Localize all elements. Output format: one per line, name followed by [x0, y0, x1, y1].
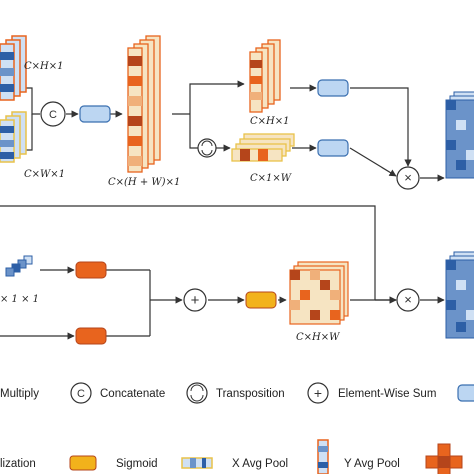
- transposition-icon: [186, 382, 208, 404]
- attention-cube: [289, 261, 349, 325]
- y-avg-pool-stack: [0, 111, 27, 163]
- label-c-1-1: × 1 × 1: [0, 294, 39, 305]
- conv-block-1: [79, 105, 111, 123]
- orange-block-1: [75, 261, 107, 279]
- svg-text:+: +: [191, 292, 200, 309]
- transposition-op: [197, 138, 217, 158]
- legend-multiply: Multiply: [0, 388, 39, 400]
- output-cube-bottom: [445, 251, 474, 339]
- multiply-op-bottom: ×: [396, 288, 420, 312]
- x-avg-pool-stack: [0, 35, 27, 101]
- small-feature-stack: [5, 255, 33, 277]
- line-split-top: [189, 80, 245, 114]
- sigmoid-block: [245, 291, 277, 309]
- cross-pool-icon: [425, 443, 463, 474]
- y-avg-pool-icon: [317, 439, 329, 474]
- label-c-hw-1: C×(H + W)×1: [108, 177, 180, 188]
- line-convh-to-mul: [350, 87, 412, 167]
- sigmoid-legend-icon: [69, 455, 97, 471]
- legend-element-wise-sum: Element-Wise Sum: [338, 388, 436, 400]
- orange-block-2: [75, 327, 107, 345]
- svg-text:C: C: [49, 109, 57, 121]
- label-c-h-w: C×H×W: [296, 332, 340, 343]
- label-c-h-1: C×H×1: [24, 61, 64, 72]
- output-cube-top: [445, 91, 474, 179]
- legend-transposition: Transposition: [216, 388, 285, 400]
- legend-sigmoid: Sigmoid: [116, 458, 158, 470]
- line-convw-to-mul: [349, 147, 397, 177]
- label-c-w-1: C×W×1: [24, 169, 65, 180]
- multiply-op-top: ×: [396, 166, 420, 190]
- line-split-bottom: [189, 114, 198, 149]
- conv-block-h: [317, 79, 349, 97]
- connections: [0, 80, 445, 340]
- svg-text:+: +: [314, 385, 322, 401]
- svg-text:×: ×: [404, 292, 412, 307]
- line-skip-top: [0, 205, 376, 300]
- label-c-h-1-right: C×H×1: [250, 116, 290, 127]
- concatenate-icon: C: [70, 382, 92, 404]
- w-feature-stack: [231, 133, 295, 162]
- legend-normalization: lization: [0, 458, 36, 470]
- concat-feature-stack: [127, 35, 161, 173]
- conv-block-w: [317, 139, 349, 157]
- svg-text:×: ×: [404, 170, 412, 185]
- x-avg-pool-icon: [181, 457, 213, 469]
- legend-y-avg-pool: Y Avg Pool: [344, 458, 400, 470]
- conv-legend-icon: [457, 384, 474, 402]
- svg-text:C: C: [77, 388, 85, 400]
- sum-op: +: [183, 288, 207, 312]
- concat-op: C: [40, 101, 66, 127]
- legend-x-avg-pool: X Avg Pool: [232, 458, 288, 470]
- legend-concatenate: Concatenate: [100, 388, 165, 400]
- h-feature-stack: [249, 39, 281, 113]
- line-xpool-to-concat: [24, 87, 40, 115]
- element-wise-sum-icon: +: [307, 382, 329, 404]
- legend: Multiply C Concatenate Transposition + E…: [0, 382, 474, 474]
- label-c-1-w: C×1×W: [250, 173, 292, 184]
